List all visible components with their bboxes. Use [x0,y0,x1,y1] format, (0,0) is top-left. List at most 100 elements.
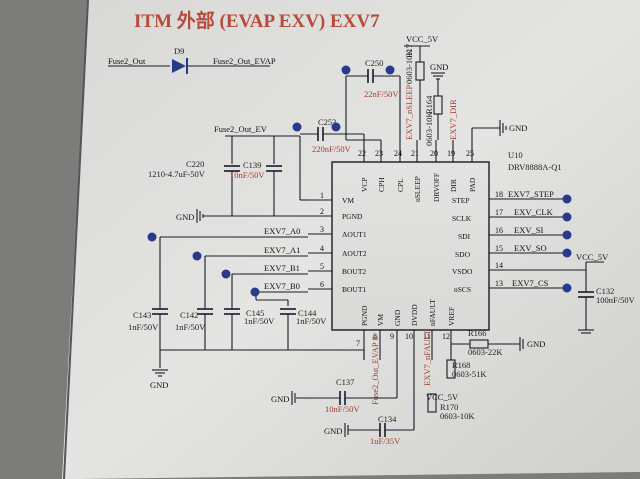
net-exv-clk: EXV_CLK [514,207,554,217]
c220-label: C220 [186,159,204,169]
c253-label: C253 [318,117,336,127]
pin-num-9: 9 [390,332,394,341]
r166-label: R166 [468,328,486,338]
pin-sclk: SCLK [452,214,472,223]
node-marker [192,251,202,261]
net-fuse2-out-evap-8: Fuse2_Out_EVAP 8 [370,336,380,405]
c145-label: C145 [246,308,264,318]
node-marker [250,287,260,297]
net-exv7-cs: EXV7_CS [512,278,549,288]
pin-nscs: nSCS [454,285,471,294]
pin-dvdd: DVDD [410,304,419,326]
gnd-top: GND [430,62,448,72]
net-exv-si: EXV_SI [514,225,543,235]
gnd-bottom-left: GND [150,380,168,390]
node-marker [147,232,157,242]
pin-num-14: 14 [495,261,503,270]
gnd-pad: GND [509,123,527,133]
pin-step: STEP [452,196,470,205]
gnd-c134: GND [324,426,342,436]
pin-pgnd-bottom: PGND [360,305,369,326]
net-exv7-b0: EXV7_B0 [264,281,300,291]
r168-value: 0603-51K [452,369,487,379]
gnd-vref: GND [527,339,545,349]
pin-num-25: 25 [466,149,474,158]
pin-num-5: 5 [320,262,324,271]
c250-label: C250 [365,58,383,68]
c144-value: 1nF/50V [296,316,327,326]
c220-value: 1210-4.7uF-50V [148,169,206,179]
c134-value: 1uF/35V [370,436,401,446]
pin-drvoff: DRVOFF [432,173,441,202]
node-marker [292,122,302,132]
c144-label: C144 [298,308,317,318]
c142-value: 1nF/50V [175,322,206,332]
net-exv7-b1: EXV7_B1 [264,263,300,273]
r168-label: R168 [452,360,470,370]
c250-value: 22nF/50V [364,89,399,99]
node-marker [331,122,341,132]
pin-num-16: 16 [495,226,503,235]
pin-vm: VM [342,196,354,205]
c143-value: 1nF/50V [128,322,159,332]
net-fuse2-out-ev: Fuse2_Out_EV [214,124,268,134]
c132-label: C132 [596,286,614,296]
pin-num-17: 17 [495,208,503,217]
pin-num-23: 23 [375,149,383,158]
resistor-r168 [446,359,456,379]
pin-num-19: 19 [447,149,455,158]
pin-num-21: 21 [411,149,419,158]
pin-dir: DIR [449,179,458,192]
pin-num-13: 13 [495,279,503,288]
top-pins [363,140,473,162]
net-exv7-a0: EXV7_A0 [264,226,300,236]
pin-num-20: 20 [430,149,438,158]
pin-pad: PAD [468,177,477,192]
pin-num-12: 12 [442,332,450,341]
pin-num-18: 18 [495,190,503,199]
pin-cpl: CPL [396,178,405,192]
schematic-title: ITM 外部 (EVAP EXV) EXV7 [134,9,380,32]
net-vcc5v-right: VCC_5V [576,252,609,262]
c142-label: C142 [180,310,198,320]
c143-label: C143 [133,310,151,320]
pin-num-4: 4 [320,244,324,253]
pin-num-1: 1 [320,191,324,200]
c137-value: 10nF/50V [325,404,360,414]
pin-vref: VREF [447,307,456,326]
r170-label: R170 [440,402,458,412]
pin-nfault: nFAULT [428,299,437,326]
pin-bout2: BOUT2 [342,267,366,276]
r164-value: 0603-10K [424,111,434,146]
pin-num-11: 11 [423,332,431,341]
net-fuse2-out-evap: Fuse2_Out_EVAP [213,56,276,66]
c139-label: C139 [243,160,261,170]
net-exv7-step: EXV7_STEP [508,189,554,199]
pin-sdi: SDI [458,232,471,241]
left-pin-stubs [308,199,332,290]
pin-num-2: 2 [320,207,324,216]
pin-bout1: BOUT1 [342,285,366,294]
node-marker [341,65,351,75]
pin-pgnd: PGND [342,212,363,221]
chip-ref: U10 [508,150,523,160]
r166-value: 0603-22K [468,347,503,357]
diode-d9 [172,59,186,73]
pin-num-22: 22 [358,149,366,158]
c139-value: 10nF/50V [230,170,265,180]
node-marker [385,65,395,75]
node-marker [221,269,231,279]
d9-label: D9 [174,46,184,56]
pin-num-24: 24 [394,149,402,158]
pin-cph: CPH [377,177,386,192]
pin-gnd: GND [393,309,402,326]
r17-value: 0603-10K [404,49,414,84]
pin-num-6: 6 [320,280,324,289]
c145-value: 1nF/50V [244,316,275,326]
pin-aout1: AOUT1 [342,230,367,239]
net-exv7-nsleep: EXV7_nSLEEP [404,84,414,140]
r17-label: R17 [404,44,414,58]
pin-num-8: 8 [373,332,377,341]
